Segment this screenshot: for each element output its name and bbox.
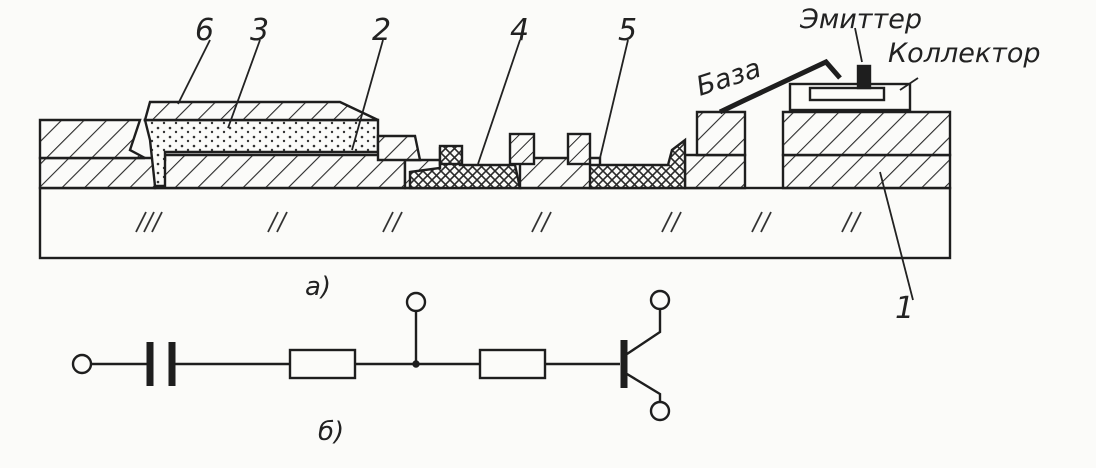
label-5: 5 (618, 13, 637, 48)
base-contact-block (695, 110, 747, 157)
caption-b: б) (318, 417, 344, 447)
resistor-1 (288, 348, 357, 380)
transistor-collector (626, 308, 662, 355)
tap-terminal (405, 291, 427, 313)
emitter-pad (808, 86, 886, 102)
layer-2-conductor (153, 153, 407, 190)
layer-1-upper-left (38, 118, 146, 160)
layer-3-dielectric (143, 118, 380, 188)
schematic (71, 289, 671, 422)
layer-1-right (683, 153, 747, 190)
emitter-terminal (649, 400, 671, 422)
layer-4-film-right (588, 137, 687, 190)
label-collector: Коллектор (888, 38, 1041, 69)
label-4: 4 (510, 13, 529, 48)
pad-right (566, 132, 592, 166)
cross-section (38, 58, 952, 260)
label-6: 6 (195, 13, 214, 48)
leader-lines (177, 27, 919, 301)
layer-1-far-right (781, 153, 952, 190)
layer-6-electrode (143, 100, 379, 122)
pad-middle (508, 132, 536, 166)
caption-a: а) (305, 272, 331, 302)
emitter-lead (856, 64, 872, 90)
resistor-2 (478, 348, 547, 380)
step-block (376, 134, 422, 162)
label-1: 1 (895, 291, 914, 326)
transistor-emitter (626, 372, 662, 402)
layer-1 (38, 156, 157, 190)
collector-terminal (649, 289, 671, 311)
label-3: 3 (250, 13, 269, 48)
input-terminal (71, 353, 93, 375)
pad-left (438, 144, 464, 166)
substrate (38, 186, 952, 260)
label-emitter: Эмиттер (799, 4, 922, 35)
label-2: 2 (372, 13, 391, 48)
collector-block (781, 110, 952, 157)
substrate-glass-marks (135, 211, 862, 233)
base-wire (718, 58, 842, 115)
